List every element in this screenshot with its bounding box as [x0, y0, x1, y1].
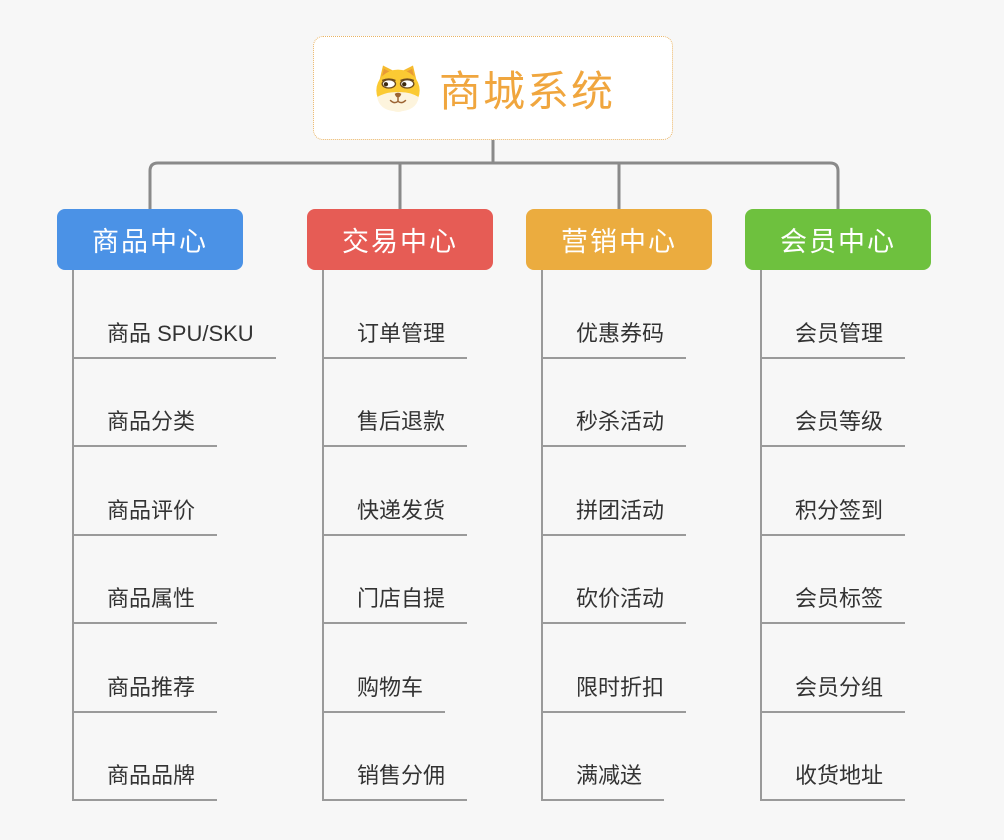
root-topic[interactable]: 商城系统 [313, 36, 673, 140]
topic-item[interactable]: 门店自提 [324, 536, 468, 624]
topic-item[interactable]: 商品评价 [74, 447, 218, 536]
topic-item[interactable]: 快递发货 [324, 447, 468, 536]
branch-node-member-center[interactable]: 会员中心 [745, 209, 931, 270]
branch-node-marketing-center[interactable]: 营销中心 [526, 209, 712, 270]
topic-item[interactable]: 会员标签 [762, 536, 906, 624]
topic-item[interactable]: 售后退款 [324, 359, 468, 447]
branch-column-marketing-center: 营销中心优惠券码秒杀活动拼团活动砍价活动限时折扣满减送 [526, 209, 712, 801]
topic-item[interactable]: 会员等级 [762, 359, 906, 447]
branch-node-trade-center[interactable]: 交易中心 [307, 209, 493, 270]
topic-list: 优惠券码秒杀活动拼团活动砍价活动限时折扣满减送 [541, 270, 712, 801]
topic-item[interactable]: 满减送 [543, 713, 665, 801]
topic-item[interactable]: 会员管理 [762, 270, 906, 359]
branch-column-member-center: 会员中心会员管理会员等级积分签到会员标签会员分组收货地址 [745, 209, 931, 801]
topic-item[interactable]: 商品推荐 [74, 624, 218, 713]
root-title: 商城系统 [438, 67, 615, 115]
bus-line [148, 161, 840, 209]
topic-item[interactable]: 拼团活动 [543, 447, 687, 536]
topic-item[interactable]: 商品品牌 [74, 713, 218, 801]
topic-list: 会员管理会员等级积分签到会员标签会员分组收货地址 [760, 270, 931, 801]
topic-item[interactable]: 会员分组 [762, 624, 906, 713]
topic-item[interactable]: 购物车 [324, 624, 446, 713]
topic-item[interactable]: 秒杀活动 [543, 359, 687, 447]
topic-item[interactable]: 销售分佣 [324, 713, 468, 801]
topic-item[interactable]: 积分签到 [762, 447, 906, 536]
topic-item[interactable]: 订单管理 [324, 270, 468, 359]
topic-item[interactable]: 限时折扣 [543, 624, 687, 713]
topic-item[interactable]: 收货地址 [762, 713, 906, 801]
topic-item[interactable]: 砍价活动 [543, 536, 687, 624]
topic-item[interactable]: 商品属性 [74, 536, 218, 624]
branch-column-trade-center: 交易中心订单管理售后退款快递发货门店自提购物车销售分佣 [307, 209, 493, 801]
topic-item[interactable]: 商品 SPU/SKU [74, 270, 276, 359]
topic-list: 订单管理售后退款快递发货门店自提购物车销售分佣 [322, 270, 493, 801]
topic-item[interactable]: 商品分类 [74, 359, 218, 447]
topic-item[interactable]: 优惠券码 [543, 270, 687, 359]
dog-face-icon [376, 65, 420, 112]
branch-node-product-center[interactable]: 商品中心 [57, 209, 243, 270]
